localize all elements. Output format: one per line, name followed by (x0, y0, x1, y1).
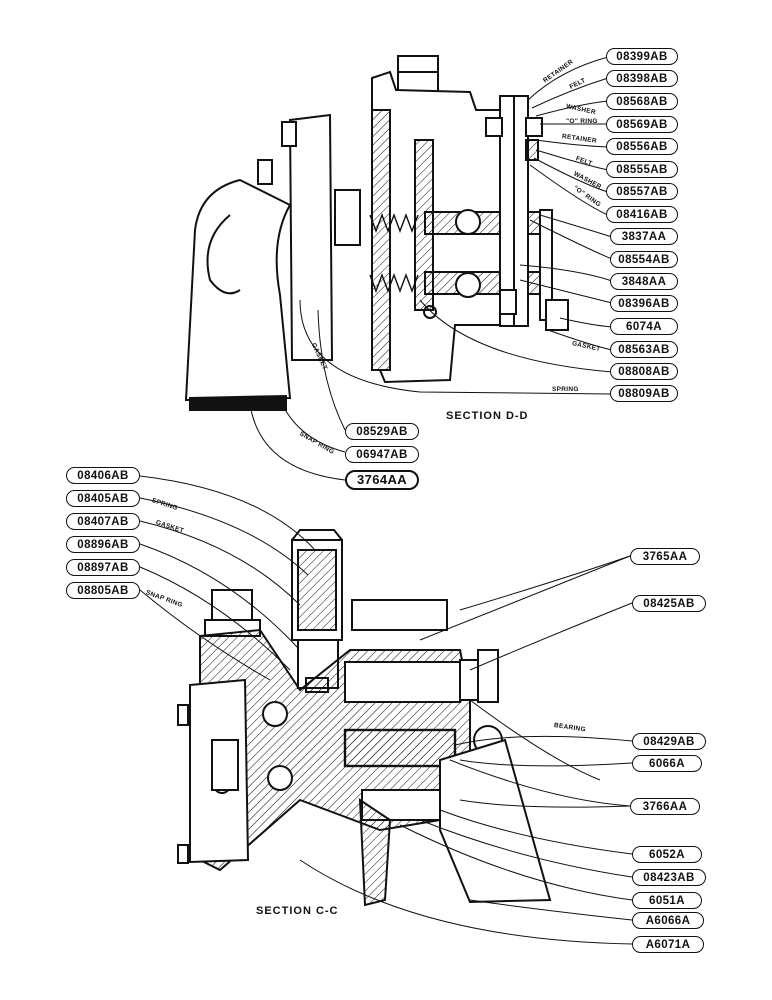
part-label: 08407AB (66, 513, 140, 530)
part-label: 08563AB (610, 341, 678, 358)
callout-word: SPRING (552, 386, 579, 393)
part-label: 3848AA (610, 273, 678, 290)
part-label: 08405AB (66, 490, 140, 507)
part-label: 6051A (632, 892, 702, 909)
part-label: 08555AB (606, 161, 678, 178)
part-label: 08808AB (610, 363, 678, 380)
part-label: 08425AB (632, 595, 706, 612)
part-label: 06947AB (345, 446, 419, 463)
part-label: 08429AB (632, 733, 706, 750)
part-label: 08556AB (606, 138, 678, 155)
part-label: 08399AB (606, 48, 678, 65)
part-label: 6066A (632, 755, 702, 772)
part-label: 08423AB (632, 869, 706, 886)
part-label: 3766AA (630, 798, 700, 815)
part-label: 08568AB (606, 93, 678, 110)
section-title: SECTION D-D (446, 410, 529, 422)
section-d-d-leaders (249, 56, 613, 481)
part-label: 3837AA (610, 228, 678, 245)
part-label: 6052A (632, 846, 702, 863)
section-title: SECTION C-C (256, 905, 339, 917)
part-label-emphasized: 3764AA (345, 470, 419, 490)
part-label: 08897AB (66, 559, 140, 576)
part-label: 08569AB (606, 116, 678, 133)
section-c-c-leaders (139, 475, 633, 945)
part-label: 08396AB (610, 295, 678, 312)
part-label: 6074A (610, 318, 678, 335)
part-label: 3765AA (630, 548, 700, 565)
section-c-c-view (177, 529, 552, 907)
part-label: 08809AB (610, 385, 678, 402)
part-label: 08805AB (66, 582, 140, 599)
part-label: 08406AB (66, 467, 140, 484)
part-label: 08554AB (610, 251, 678, 268)
part-label: 08529AB (345, 423, 419, 440)
callout-word: "O" RING (566, 118, 598, 125)
part-label: A6071A (632, 936, 704, 953)
part-label: 08896AB (66, 536, 140, 553)
part-label: 08416AB (606, 206, 678, 223)
part-label: 08398AB (606, 70, 678, 87)
part-label: A6066A (632, 912, 704, 929)
section-d-d-view (184, 55, 569, 411)
part-label: 08557AB (606, 183, 678, 200)
